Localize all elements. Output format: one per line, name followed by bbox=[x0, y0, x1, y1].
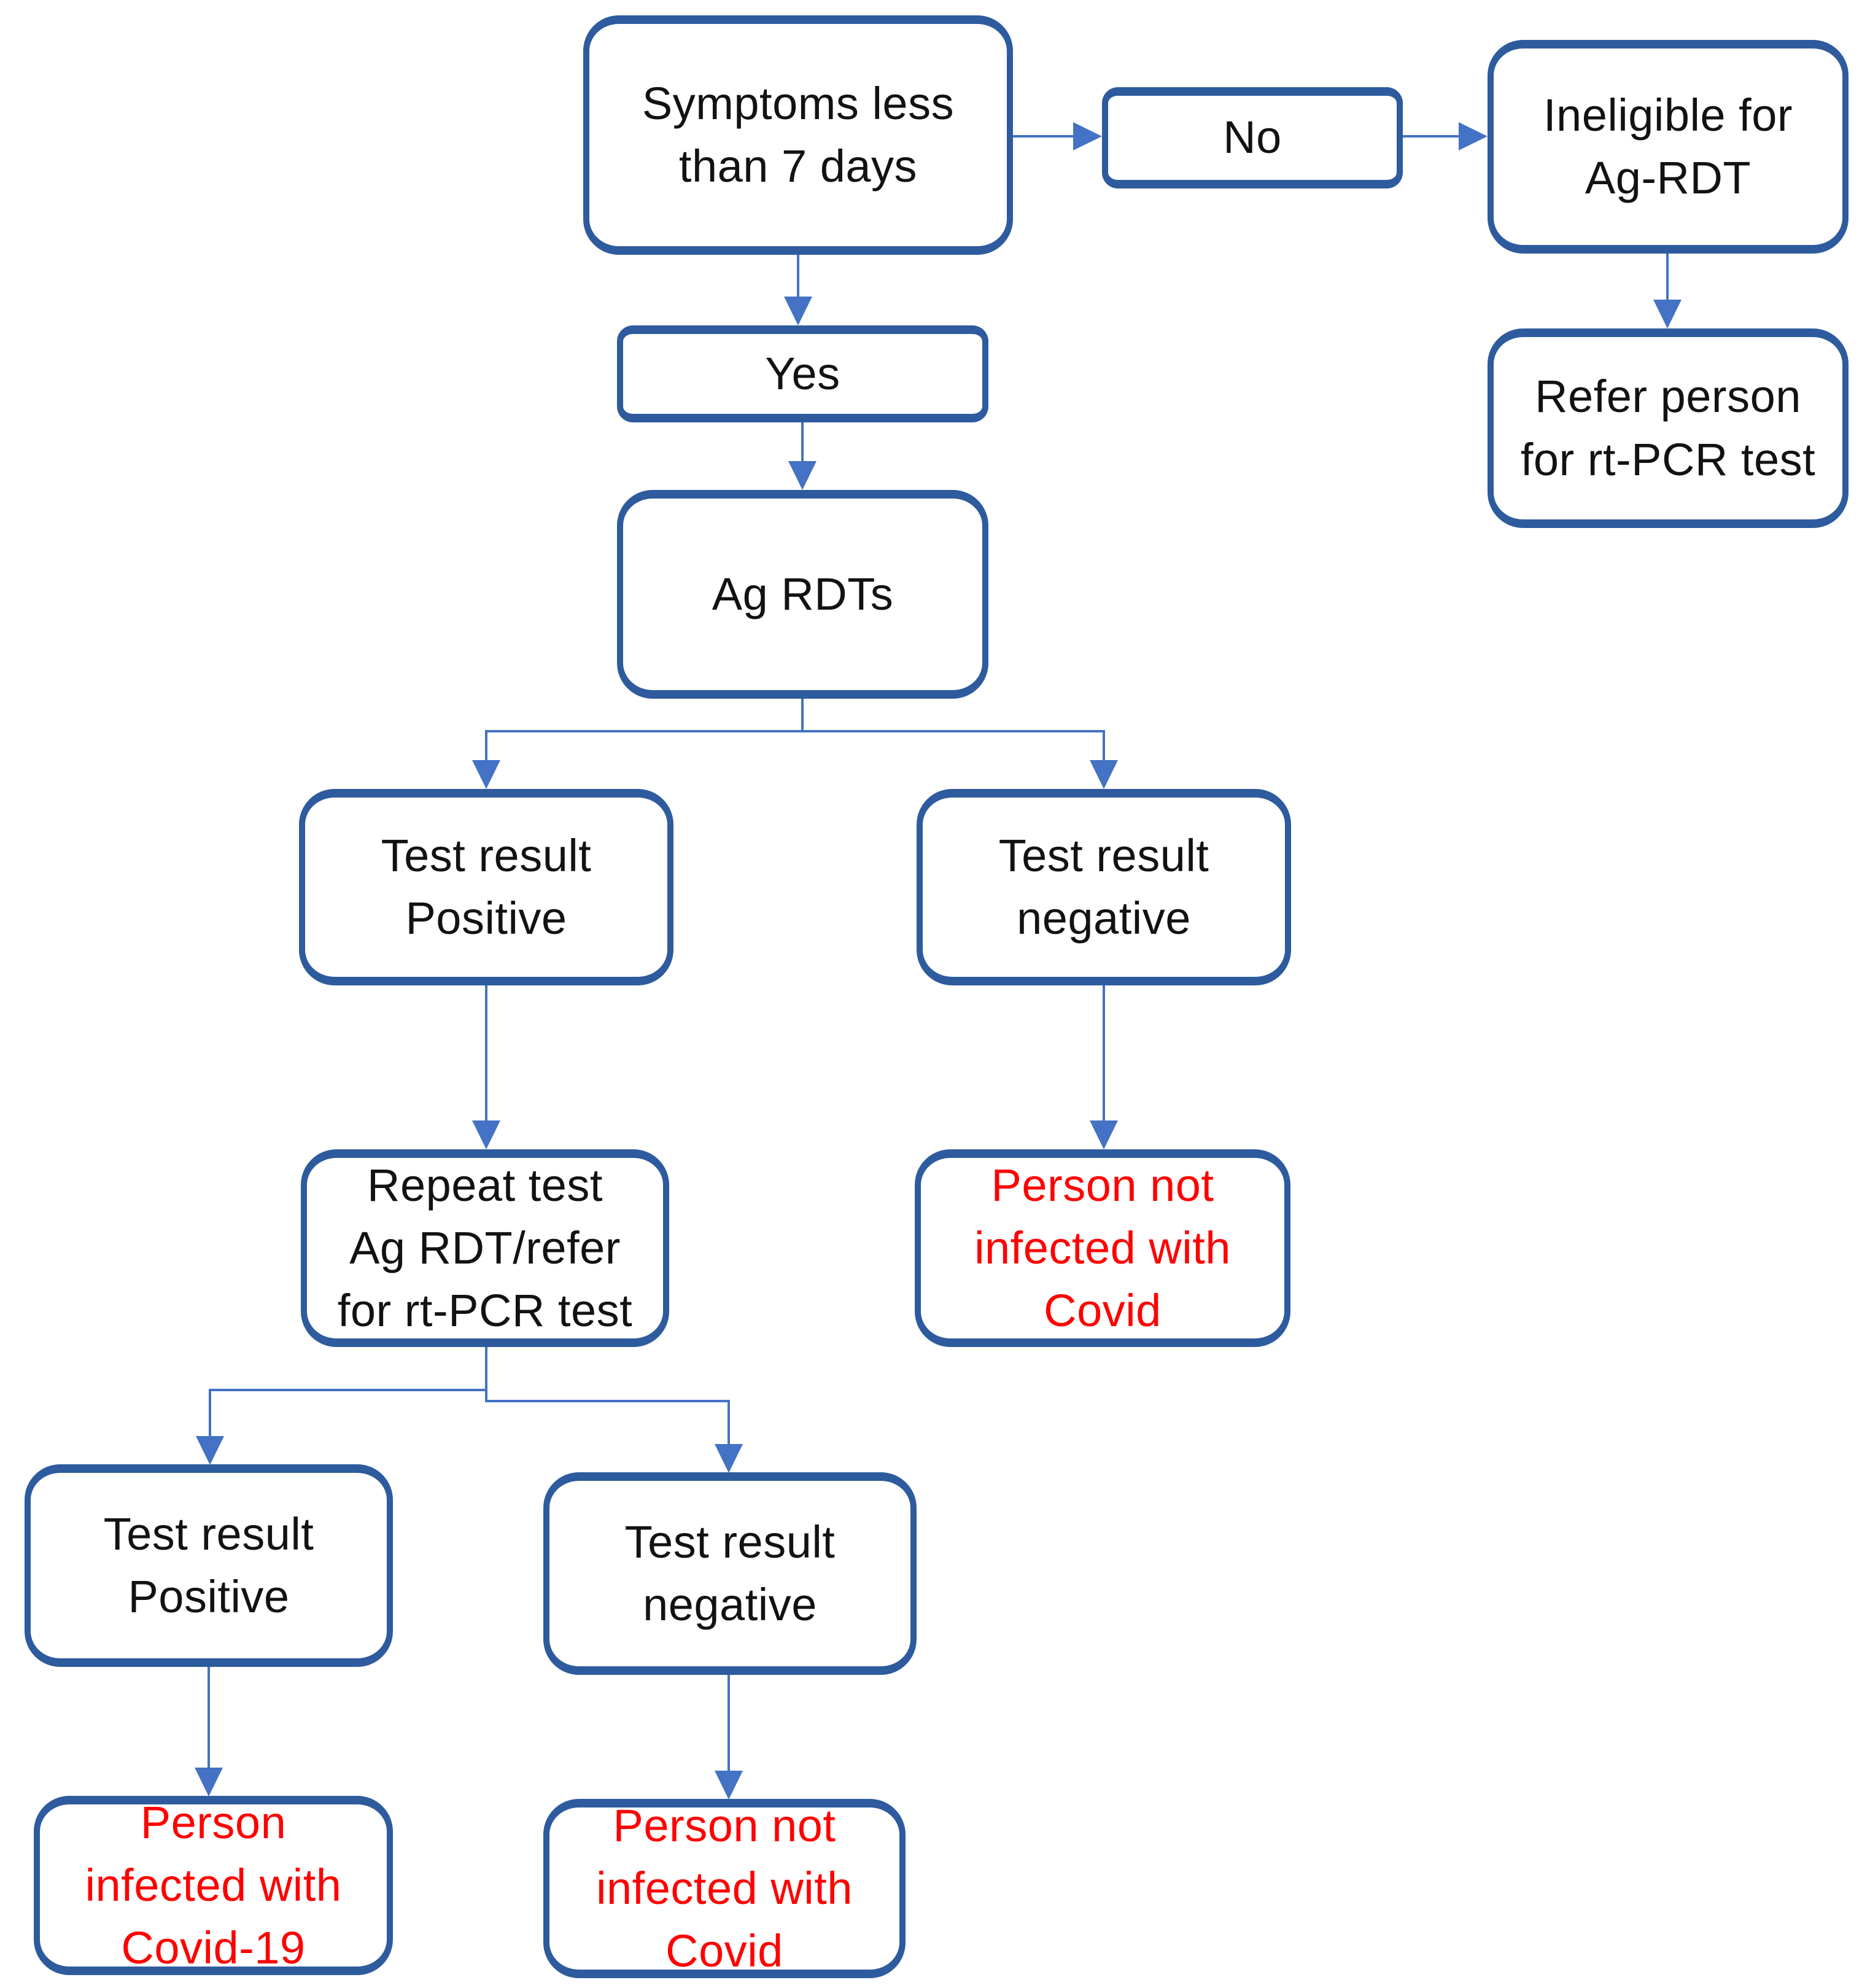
edge-yes-agrdts-line bbox=[801, 422, 804, 462]
flow-node-notinfected1-label: Person not infected with Covid bbox=[974, 1159, 1231, 1337]
flow-node-refer-for-rt-pcr: Refer person for rt-PCR test bbox=[1488, 328, 1849, 528]
edge-agrdts-testneg1-line bbox=[1103, 730, 1105, 761]
flow-node-no-label: No bbox=[1223, 112, 1282, 163]
edge-symptoms-yes-line bbox=[797, 255, 799, 298]
flow-node-notinfected2-label: Person not infected with Covid bbox=[596, 1800, 853, 1977]
flow-node-ineligible-label: Ineligible for Ag-RDT bbox=[1543, 89, 1793, 203]
edge-repeat-testpos2-line bbox=[209, 1389, 211, 1438]
flow-node-testneg1-label: Test result negative bbox=[998, 829, 1209, 944]
arrowhead-down-icon bbox=[1090, 760, 1118, 789]
flow-node-person-not-infected-2: Person not infected with Covid bbox=[543, 1799, 906, 1978]
edge-symptoms-no-line bbox=[1013, 135, 1074, 138]
flow-node-repeat-test-ag-rdt: Repeat test Ag RDT/refer for rt-PCR test bbox=[301, 1149, 669, 1347]
arrowhead-right-icon bbox=[1459, 122, 1488, 150]
flow-node-symptoms-label: Symptoms less than 7 days bbox=[642, 77, 955, 192]
arrowhead-down-icon bbox=[195, 1768, 223, 1796]
flow-node-testneg2-label: Test result negative bbox=[624, 1516, 836, 1630]
edge-no-ineligible-line bbox=[1403, 135, 1459, 138]
flow-node-repeat-label: Repeat test Ag RDT/refer for rt-PCR test bbox=[337, 1159, 633, 1337]
edge-testneg1-notinfected1-line bbox=[1103, 985, 1105, 1122]
arrowhead-down-icon bbox=[472, 1120, 500, 1149]
flow-node-infected-label: Person infected with Covid-19 bbox=[85, 1796, 342, 1974]
arrowhead-down-icon bbox=[715, 1444, 743, 1473]
arrowhead-down-icon bbox=[196, 1436, 224, 1465]
flow-node-refer-label: Refer person for rt-PCR test bbox=[1520, 371, 1816, 485]
edge-agrdts-split-stem-line bbox=[801, 699, 804, 732]
flow-node-test-result-positive-1: Test result Positive bbox=[299, 789, 673, 985]
edge-agrdts-split-cross-line bbox=[485, 730, 1105, 732]
arrowhead-down-icon bbox=[1653, 300, 1682, 328]
arrowhead-down-icon bbox=[1090, 1120, 1118, 1149]
flow-node-test-result-negative-2: Test result negative bbox=[543, 1472, 917, 1675]
edge-testpos1-repeat-line bbox=[485, 985, 487, 1122]
flow-node-yes-label: Yes bbox=[765, 348, 840, 399]
flow-node-yes-branch: Yes bbox=[617, 325, 988, 422]
flow-node-testpos2-label: Test result Positive bbox=[103, 1508, 314, 1622]
flow-node-no-branch: No bbox=[1102, 87, 1403, 188]
flow-node-symptoms-less-than-7-days: Symptoms less than 7 days bbox=[583, 15, 1013, 255]
edge-testneg2-notinfected2-line bbox=[727, 1675, 730, 1772]
flow-node-person-infected-covid19: Person infected with Covid-19 bbox=[34, 1796, 393, 1975]
edge-agrdts-testpos1-line bbox=[485, 730, 487, 761]
arrowhead-right-icon bbox=[1073, 122, 1102, 150]
edge-repeat-split-right-line bbox=[485, 1400, 730, 1402]
flow-node-test-result-negative-1: Test result negative bbox=[917, 789, 1291, 985]
arrowhead-down-icon bbox=[715, 1771, 743, 1800]
flow-node-testpos1-label: Test result Positive bbox=[381, 829, 592, 944]
flow-node-test-result-positive-2: Test result Positive bbox=[25, 1464, 393, 1667]
flow-node-person-not-infected-1: Person not infected with Covid bbox=[915, 1149, 1290, 1347]
flow-node-ag-rdts: Ag RDTs bbox=[617, 490, 988, 699]
edge-testpos2-infected-line bbox=[208, 1667, 210, 1769]
arrowhead-down-icon bbox=[784, 297, 812, 325]
flow-node-agrdts-label: Ag RDTs bbox=[712, 568, 894, 619]
arrowhead-down-icon bbox=[472, 760, 500, 789]
edge-repeat-split-left-line bbox=[209, 1389, 487, 1391]
edge-repeat-split-stem-line bbox=[485, 1347, 487, 1402]
arrowhead-down-icon bbox=[788, 461, 817, 490]
edge-ineligible-refer-line bbox=[1666, 254, 1669, 300]
flow-node-ineligible-for-ag-rdt: Ineligible for Ag-RDT bbox=[1488, 40, 1849, 254]
edge-repeat-testneg2-line bbox=[727, 1400, 730, 1445]
